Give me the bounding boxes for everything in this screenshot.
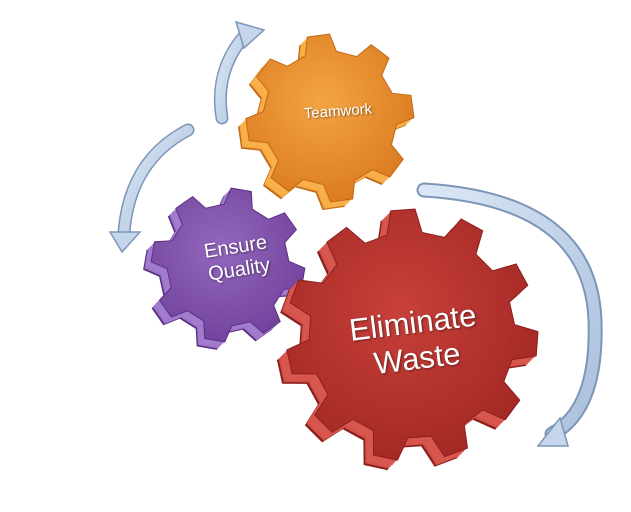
arrow-around-waste [416, 182, 603, 447]
gear-face [245, 33, 415, 203]
gear-teamwork [238, 33, 415, 210]
gear-face [286, 208, 539, 461]
arrow-quality-to-teamwork [213, 20, 266, 125]
arrow-to-quality [108, 123, 195, 254]
gear-ensure-quality [143, 187, 306, 350]
gear-face [150, 187, 306, 343]
gear-eliminate-waste [276, 208, 539, 471]
